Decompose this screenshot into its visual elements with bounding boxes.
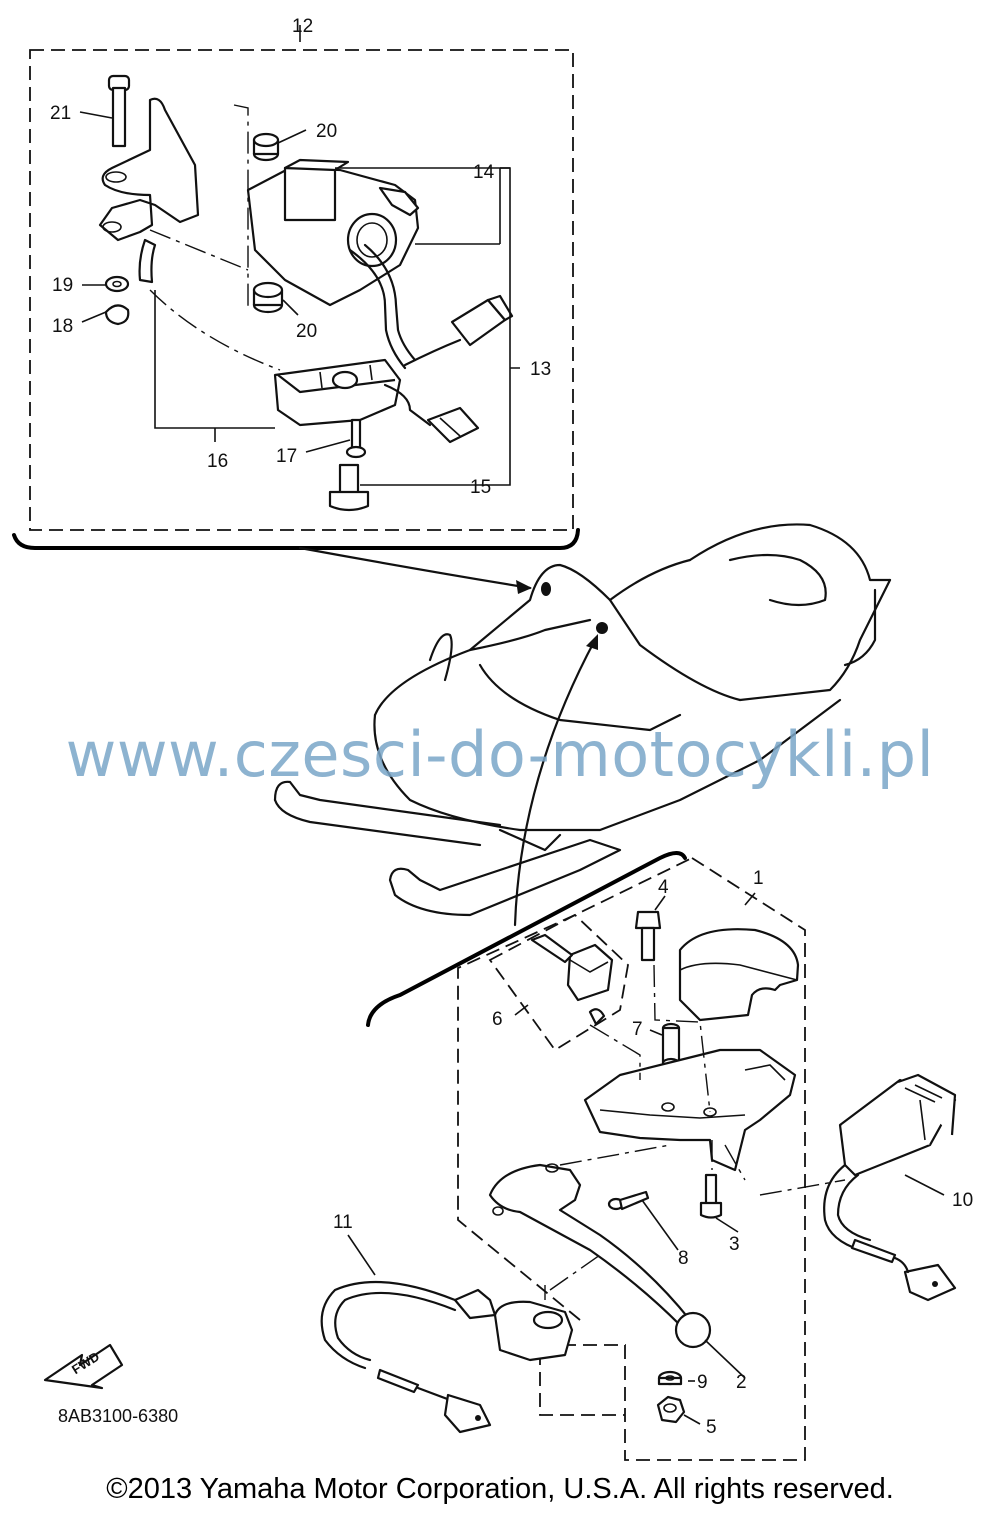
callout-20-lower: 20 (296, 321, 317, 342)
callout-12: 12 (292, 16, 313, 37)
callout-20-upper: 20 (316, 121, 337, 142)
callout-1: 1 (753, 868, 764, 889)
brake-switch-11 (453, 1288, 574, 1362)
callout-9: 9 (697, 1372, 708, 1393)
snowmobile-outline (273, 523, 892, 917)
module-10 (838, 1073, 957, 1177)
callout-7: 7 (632, 1019, 643, 1040)
callout-4: 4 (658, 877, 669, 898)
pin-8 (607, 1190, 650, 1211)
washer-9 (657, 1370, 683, 1386)
callout-6: 6 (492, 1009, 503, 1030)
callout-3: 3 (729, 1234, 740, 1255)
upper-assembly-group (12, 25, 580, 550)
switch-case-16 (273, 358, 402, 427)
drawing-code: 8AB3100-6380 (58, 1406, 179, 1426)
callout-14: 14 (473, 162, 495, 183)
lever-holder (583, 1048, 797, 1172)
bolt-3 (699, 1173, 723, 1219)
callout-labels: 12 21 20 14 19 20 18 13 17 16 15 4 1 6 7… (50, 16, 973, 1438)
washer-19 (104, 275, 130, 293)
callout-16: 16 (207, 451, 228, 472)
callout-15: 15 (470, 477, 491, 498)
callout-18: 18 (52, 316, 73, 337)
nut-5 (656, 1395, 686, 1424)
callout-19: 19 (52, 275, 73, 296)
callout-2: 2 (736, 1372, 747, 1393)
fwd-arrow-icon: FWD (43, 1343, 124, 1390)
upper-frame-heavy-base (12, 528, 580, 550)
lock-washer-18 (104, 304, 130, 326)
callout-10: 10 (952, 1190, 973, 1211)
callout-17: 17 (276, 446, 297, 467)
bolt-15 (328, 463, 370, 512)
mount-point-upper (541, 582, 551, 596)
bolt-4 (634, 910, 662, 962)
arrow-to-mount-upper (298, 546, 532, 590)
lower-assembly-group (320, 851, 957, 1461)
lever-ball-end (674, 1311, 712, 1349)
callout-11: 11 (333, 1212, 353, 1233)
callout-13: 13 (530, 359, 551, 380)
callout-5: 5 (706, 1417, 717, 1438)
callout-8: 8 (678, 1248, 689, 1269)
copyright-notice: ©2013 Yamaha Motor Corporation, U.S.A. A… (106, 1473, 894, 1505)
mount-point-lower (596, 622, 608, 634)
lever-cover (678, 928, 800, 1022)
connector-16 (426, 406, 480, 444)
connector-14 (450, 294, 514, 347)
brake-lever-2 (488, 1163, 692, 1327)
grommet-20-upper (252, 132, 280, 162)
kill-switch-6 (530, 933, 614, 1026)
lever-bracket (98, 97, 200, 242)
callout-21: 21 (50, 103, 71, 124)
arrow-to-mount-lower (513, 638, 597, 927)
grommet-20-lower (252, 281, 284, 314)
switch-housing-14 (246, 158, 420, 307)
bolt-21 (107, 74, 131, 148)
upper-dashed-frame (29, 49, 574, 531)
connector-10 (903, 1263, 957, 1302)
connector-11 (443, 1393, 492, 1434)
screw-17 (345, 418, 367, 459)
lower-dashed-frame (457, 857, 806, 1461)
watermark-text: www.czesci-do-motocykli.pl (65, 718, 935, 791)
